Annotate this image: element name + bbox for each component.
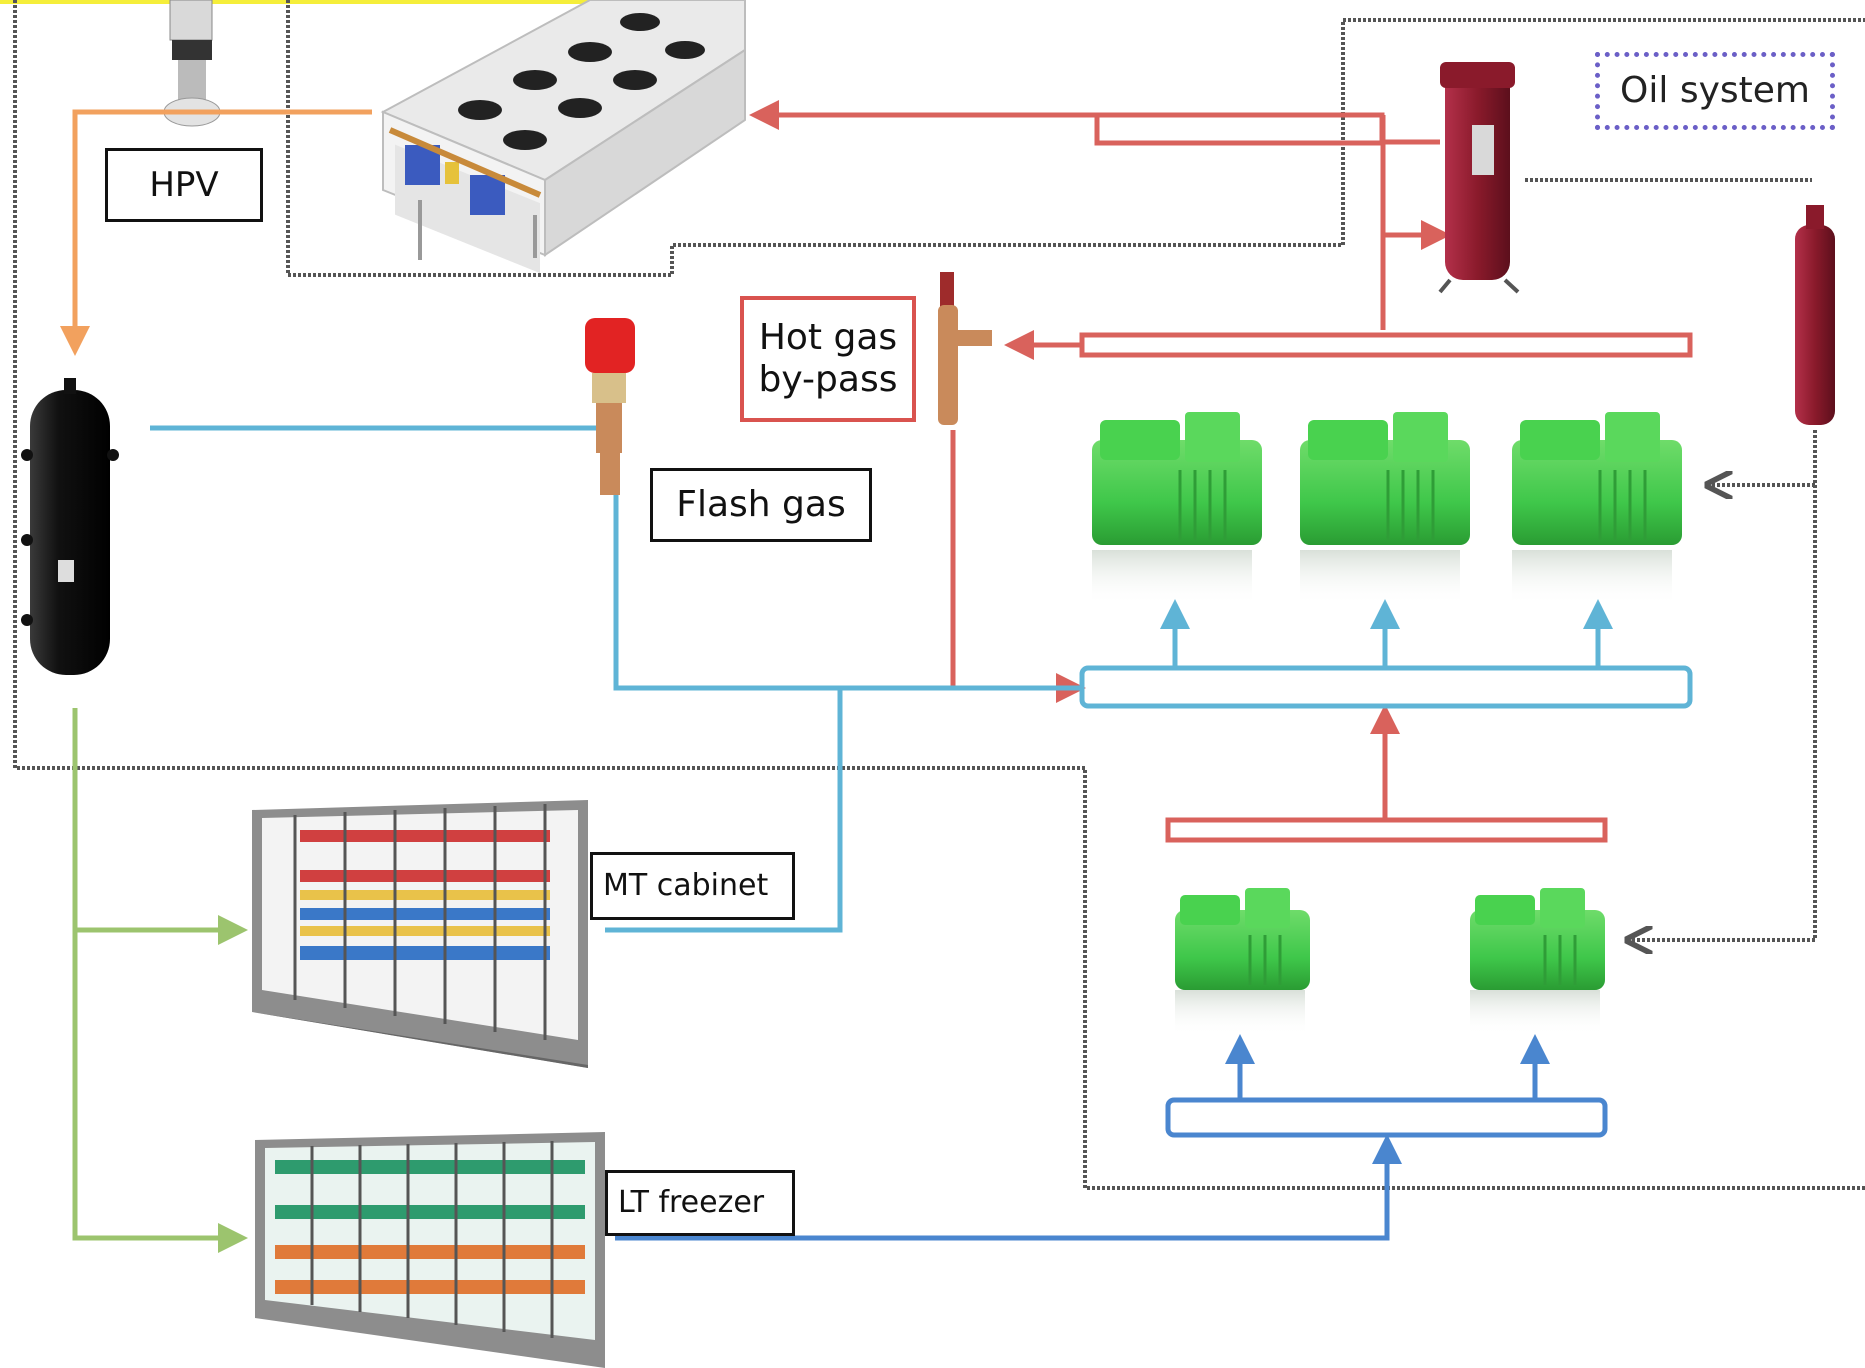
hot-gas-bypass-line2: by-pass <box>758 359 898 400</box>
lt-compressor-icon <box>1175 888 1310 1035</box>
hot-gas-bypass-line1: Hot gas <box>758 316 898 358</box>
lt-compressor-icon <box>1470 888 1605 1035</box>
bypass-valve-icon <box>938 272 992 425</box>
receiver-tank-icon <box>21 378 119 675</box>
lt-freezer-icon <box>255 1132 605 1368</box>
control-lines <box>13 0 1865 1190</box>
expansion-valve-icon <box>585 318 635 495</box>
lt-freezer-label: LT freezer <box>605 1170 795 1236</box>
hpv-label: HPV <box>105 148 263 222</box>
liquid-lines <box>72 708 248 1253</box>
header-highlight-strip <box>0 0 700 4</box>
oil-separator-icon <box>1438 62 1520 294</box>
mt-cabinet-icon <box>252 800 588 1068</box>
flash-gas-label: Flash gas <box>650 468 872 542</box>
oil-reservoir-icon <box>1795 205 1835 425</box>
mt-compressor-icon <box>1300 412 1470 605</box>
gascooler-outlet-line <box>60 109 372 356</box>
mt-compressor-icon <box>1512 412 1682 605</box>
hpv-valve-icon <box>163 0 221 127</box>
mt-cabinet-label: MT cabinet <box>590 852 795 920</box>
gas-cooler-icon <box>380 0 746 274</box>
mt-compressor-icon <box>1092 412 1262 605</box>
mt-suction-lines <box>150 425 1693 933</box>
oil-system-label: Oil system <box>1595 52 1835 130</box>
lt-suction-lines <box>615 1034 1608 1241</box>
hot-gas-bypass-label: Hot gas by-pass <box>740 296 916 422</box>
